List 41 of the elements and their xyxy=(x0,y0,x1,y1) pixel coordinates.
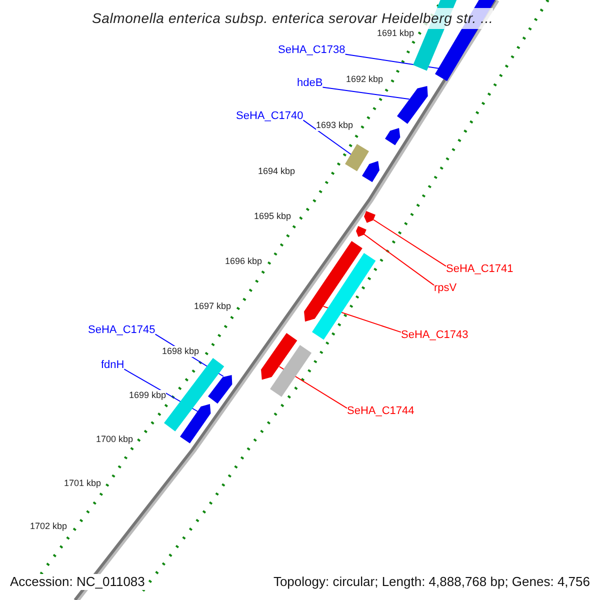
gene-feature xyxy=(362,161,380,182)
gene-label: SeHA_C1740 xyxy=(236,109,304,123)
gene-label: SeHA_C1743 xyxy=(401,328,468,342)
gene-feature xyxy=(384,128,400,146)
tick-label: 1702 kbp xyxy=(30,521,68,532)
tick-label: 1701 kbp xyxy=(64,478,102,489)
tick-label: 1698 kbp xyxy=(162,346,200,357)
tick-label: 1696 kbp xyxy=(225,256,262,267)
leader-line xyxy=(302,120,352,155)
gene-feature xyxy=(270,345,312,397)
tick-label: 1695 kbp xyxy=(254,211,292,222)
gene-label: SeHA_C1741 xyxy=(446,262,514,276)
gene-feature xyxy=(164,358,225,432)
gene-label: SeHA_C1738 xyxy=(278,43,346,57)
gene-feature xyxy=(261,333,298,380)
leader-line xyxy=(364,234,434,286)
tick-label: 1699 kbp xyxy=(129,390,166,401)
gene-feature xyxy=(208,375,232,404)
gene-label: rpsV xyxy=(434,281,457,295)
tick-label: 1693 kbp xyxy=(316,120,354,131)
gene-label: hdeB xyxy=(297,76,323,90)
gene-feature xyxy=(396,86,428,124)
leader-line xyxy=(373,219,446,267)
gene-feature xyxy=(304,241,362,322)
gene-feature xyxy=(356,226,366,237)
tick-label: 1700 kbp xyxy=(96,434,134,445)
leader-line xyxy=(322,86,410,100)
title: Salmonella enterica subsp. enterica serovar Heidelberg str. ... xyxy=(92,8,494,29)
tick-label: 1691 kbp xyxy=(377,28,414,39)
tick-label: 1692 kbp xyxy=(346,74,384,85)
info-text: Accession: NC_011083 xyxy=(9,574,146,590)
gene-feature xyxy=(364,211,376,223)
info-text: Topology: circular; Length: 4,888,768 bp; Genes: 4,756 xyxy=(273,574,590,590)
tick-label: 1697 kbp xyxy=(194,301,232,312)
gene-label: SeHA_C1745 xyxy=(88,323,156,337)
gene-label: fdnH xyxy=(101,358,124,372)
tick-label: 1694 kbp xyxy=(258,166,296,177)
gene-label: SeHA_C1744 xyxy=(347,404,414,418)
gene-feature xyxy=(312,253,376,340)
gene-feature xyxy=(344,144,369,172)
gene-feature xyxy=(180,404,211,444)
